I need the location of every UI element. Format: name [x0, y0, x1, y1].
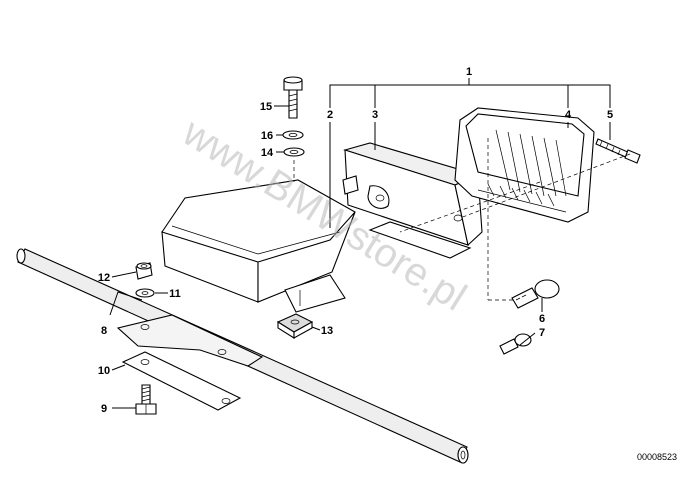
spacer-plate — [121, 351, 242, 411]
nut-12 — [135, 262, 153, 280]
lens-screw-5 — [595, 138, 641, 164]
bracket-plate — [116, 314, 264, 367]
callout-5: 5 — [607, 109, 613, 121]
callout-7: 7 — [539, 327, 545, 339]
leader-lines — [109, 78, 631, 409]
clip-nut-13 — [276, 313, 314, 339]
callout-1: 1 — [466, 66, 472, 78]
washer-14 — [283, 147, 305, 157]
washer-11 — [135, 288, 155, 298]
callout-10: 10 — [98, 365, 110, 377]
washer-16 — [282, 130, 304, 140]
bulb-6 — [511, 279, 560, 309]
lamp-housing — [161, 179, 356, 313]
callout-6: 6 — [539, 313, 545, 325]
callout-9: 9 — [101, 403, 107, 415]
callout-2: 2 — [327, 109, 333, 121]
callout-labels: 1 2 3 4 5 6 7 8 9 10 11 12 13 14 15 16 — [98, 66, 613, 415]
callout-14: 14 — [261, 147, 274, 159]
callout-8: 8 — [101, 325, 107, 337]
bolt-9 — [135, 384, 157, 415]
callout-13: 13 — [321, 325, 333, 337]
lens-cover-4 — [454, 107, 595, 223]
callout-11: 11 — [169, 288, 181, 300]
document-number: 00008523 — [637, 452, 677, 462]
callout-3: 3 — [372, 109, 378, 121]
callout-15: 15 — [260, 101, 272, 113]
screw-15 — [283, 76, 303, 119]
callout-16: 16 — [261, 130, 273, 142]
callout-12: 12 — [98, 272, 110, 284]
callout-4: 4 — [565, 109, 572, 121]
bulb-7 — [499, 333, 532, 355]
